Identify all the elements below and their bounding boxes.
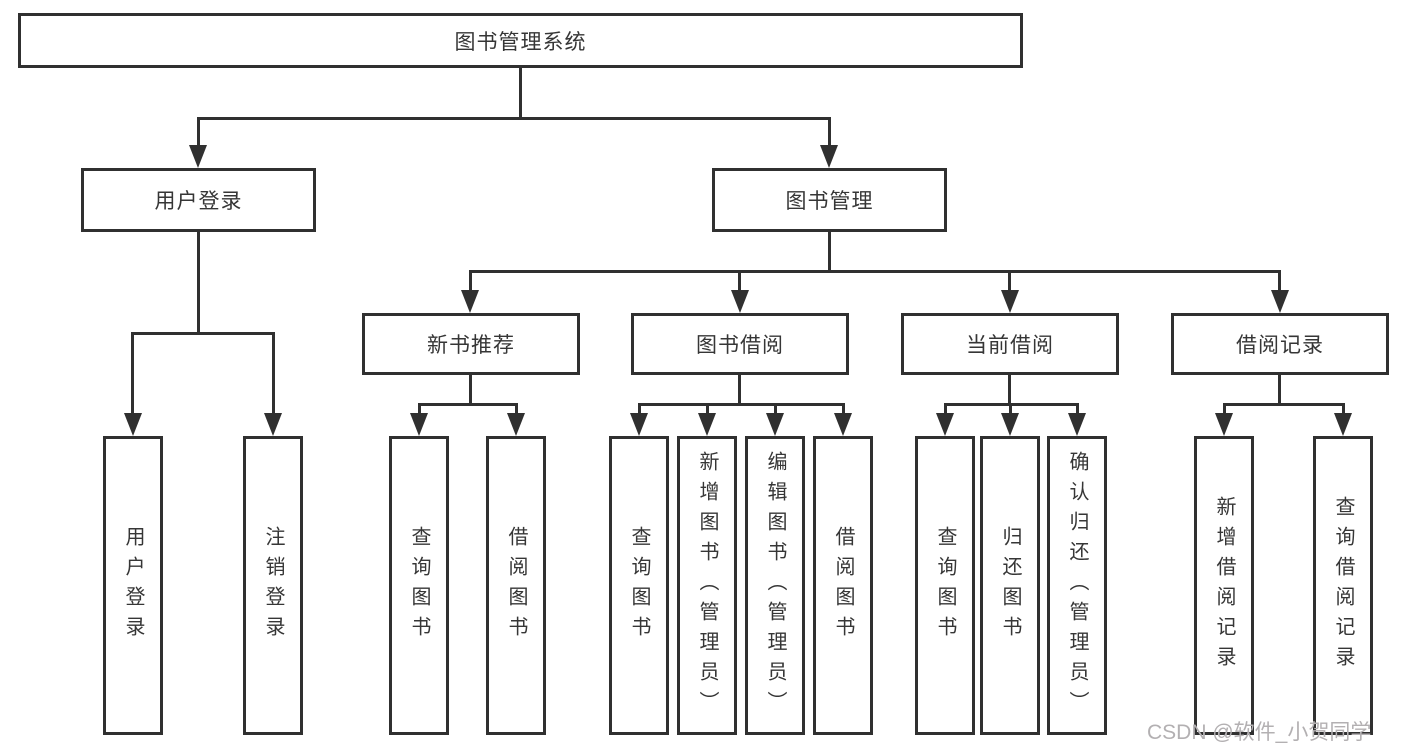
arrowhead-borrow-records — [1271, 290, 1289, 313]
leaf-query-books-borrow: 查询图书 — [609, 436, 669, 735]
node-book-borrow: 图书借阅 — [631, 313, 849, 375]
arrowhead-book-management — [820, 145, 838, 168]
leaf-query-borrow-record: 查询借阅记录 — [1313, 436, 1373, 735]
edge-drop-user-login — [197, 117, 200, 147]
leaf-edit-books-admin: 编辑图书（管理员） — [745, 436, 805, 735]
edge-book-management-rail — [469, 270, 1281, 273]
node-label: 借阅图书 — [832, 525, 854, 646]
edge-root-stem — [519, 68, 522, 120]
node-label: 新增图书（管理员） — [696, 450, 718, 721]
node-label: 图书管理 — [785, 190, 874, 213]
edge-drop-borrow-books-1 — [515, 403, 518, 415]
arrowhead-confirm-return — [1068, 413, 1086, 436]
edge-current-borrow-stem — [1008, 375, 1011, 405]
edge-drop-borrow-records — [1278, 270, 1281, 292]
node-label: 查询图书 — [934, 525, 956, 646]
node-label: 用户登录 — [154, 190, 243, 213]
arrowhead-query-record — [1334, 413, 1352, 436]
edge-user-login-stem — [197, 232, 200, 335]
node-label: 编辑图书（管理员） — [764, 450, 786, 721]
node-label: 新书推荐 — [427, 334, 515, 357]
edge-drop-add-record — [1223, 403, 1226, 415]
node-label: 确认归还（管理员） — [1066, 450, 1088, 721]
node-book-management: 图书管理 — [712, 168, 947, 232]
node-label: 用户登录 — [122, 525, 144, 646]
node-label: 图书借阅 — [696, 334, 784, 357]
arrowhead-borrow-books-1 — [507, 413, 525, 436]
arrowhead-query-books-1 — [410, 413, 428, 436]
node-current-borrow: 当前借阅 — [901, 313, 1119, 375]
arrowhead-current-borrow — [1001, 290, 1019, 313]
edge-drop-borrow-books-2 — [842, 403, 845, 415]
arrowhead-add-record — [1215, 413, 1233, 436]
leaf-logout: 注销登录 — [243, 436, 303, 735]
edge-drop-book-management — [828, 117, 831, 147]
edge-drop-new-book-recommend — [469, 270, 472, 292]
leaf-return-books: 归还图书 — [980, 436, 1040, 735]
edge-drop-leaf-logout — [272, 332, 275, 414]
leaf-user-login: 用户登录 — [103, 436, 163, 735]
edge-borrow-records-rail — [1223, 403, 1345, 406]
arrowhead-user-login — [189, 145, 207, 168]
node-label: 查询图书 — [408, 525, 430, 646]
edge-new-book-rail — [418, 403, 518, 406]
edge-drop-query-books-3 — [944, 403, 947, 415]
edge-drop-add-books — [706, 403, 709, 415]
edge-user-login-rail — [131, 332, 275, 335]
node-label: 查询图书 — [628, 525, 650, 646]
csdn-watermark: CSDN @软件_小贺同学 — [1147, 721, 1372, 744]
arrowhead-edit-books — [766, 413, 784, 436]
edge-drop-query-books-1 — [418, 403, 421, 415]
leaf-borrow-books-recommend: 借阅图书 — [486, 436, 546, 735]
edge-drop-book-borrow — [738, 270, 741, 292]
node-user-login: 用户登录 — [81, 168, 316, 232]
node-label: 当前借阅 — [966, 334, 1054, 357]
edge-book-borrow-rail — [638, 403, 845, 406]
node-label: 新增借阅记录 — [1213, 495, 1235, 676]
edge-drop-query-record — [1342, 403, 1345, 415]
leaf-borrow-books: 借阅图书 — [813, 436, 873, 735]
leaf-confirm-return-admin: 确认归还（管理员） — [1047, 436, 1107, 735]
edge-drop-return-books — [1009, 403, 1012, 415]
edge-drop-current-borrow — [1008, 270, 1011, 292]
leaf-query-books-current: 查询图书 — [915, 436, 975, 735]
node-new-book-recommend: 新书推荐 — [362, 313, 580, 375]
arrowhead-query-books-2 — [630, 413, 648, 436]
arrowhead-leaf-user-login — [124, 413, 142, 436]
arrowhead-new-book-recommend — [461, 290, 479, 313]
leaf-add-books-admin: 新增图书（管理员） — [677, 436, 737, 735]
edge-root-rail — [197, 117, 831, 120]
edge-drop-edit-books — [774, 403, 777, 415]
edge-drop-query-books-2 — [638, 403, 641, 415]
edge-book-borrow-stem — [738, 375, 741, 405]
edge-book-management-stem — [828, 232, 831, 272]
arrowhead-leaf-logout — [264, 413, 282, 436]
node-label: 图书管理系统 — [454, 30, 587, 54]
node-label: 注销登录 — [262, 525, 284, 646]
node-library-system: 图书管理系统 — [18, 13, 1023, 68]
node-label: 查询借阅记录 — [1332, 495, 1354, 676]
arrowhead-book-borrow — [731, 290, 749, 313]
leaf-query-books-recommend: 查询图书 — [389, 436, 449, 735]
edge-new-book-stem — [469, 375, 472, 405]
arrowhead-add-books — [698, 413, 716, 436]
node-borrow-records: 借阅记录 — [1171, 313, 1389, 375]
edge-drop-confirm-return — [1076, 403, 1079, 415]
node-label: 借阅图书 — [505, 525, 527, 646]
arrowhead-borrow-books-2 — [834, 413, 852, 436]
edge-drop-leaf-user-login — [131, 332, 134, 414]
node-label: 借阅记录 — [1236, 334, 1324, 357]
edge-borrow-records-stem — [1278, 375, 1281, 405]
node-label: 归还图书 — [999, 525, 1021, 646]
arrowhead-query-books-3 — [936, 413, 954, 436]
leaf-add-borrow-record: 新增借阅记录 — [1194, 436, 1254, 735]
arrowhead-return-books — [1001, 413, 1019, 436]
